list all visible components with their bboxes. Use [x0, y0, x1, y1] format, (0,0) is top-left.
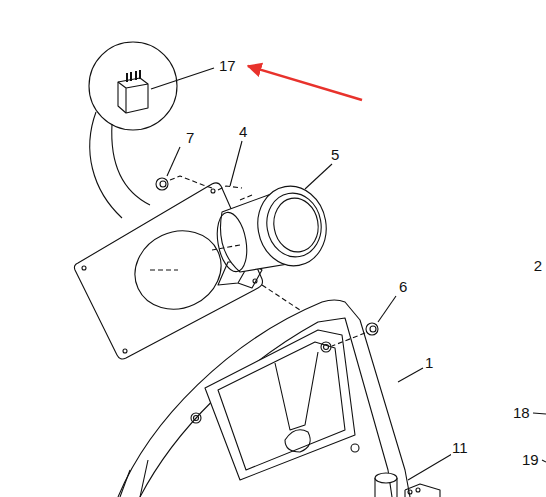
callout-number: 18: [512, 404, 531, 421]
detail-tail: [112, 124, 150, 205]
switch: [375, 473, 440, 497]
callout-number: 6: [398, 278, 408, 295]
callout-number: 17: [218, 57, 237, 74]
leader-line: [305, 164, 332, 189]
gauge: [212, 181, 332, 288]
leader-line: [151, 68, 214, 89]
callout-number: 5: [330, 146, 340, 163]
leader-line: [230, 141, 242, 186]
console-housing: [118, 300, 410, 497]
nut: [156, 178, 168, 190]
callout-number: 11: [451, 439, 469, 456]
callout-number: 4: [238, 123, 248, 140]
detail-tail: [90, 112, 122, 218]
nut: [366, 323, 378, 335]
leader-line: [398, 368, 423, 382]
callout-number: 19: [521, 451, 540, 468]
callout-number: 2: [533, 257, 543, 274]
leader-line: [408, 454, 452, 480]
callout-number: 7: [185, 129, 195, 146]
detail-circle: [89, 42, 177, 130]
pointer-arrow: [248, 66, 362, 100]
callout-number: 1: [424, 354, 434, 371]
relay: [118, 70, 148, 113]
